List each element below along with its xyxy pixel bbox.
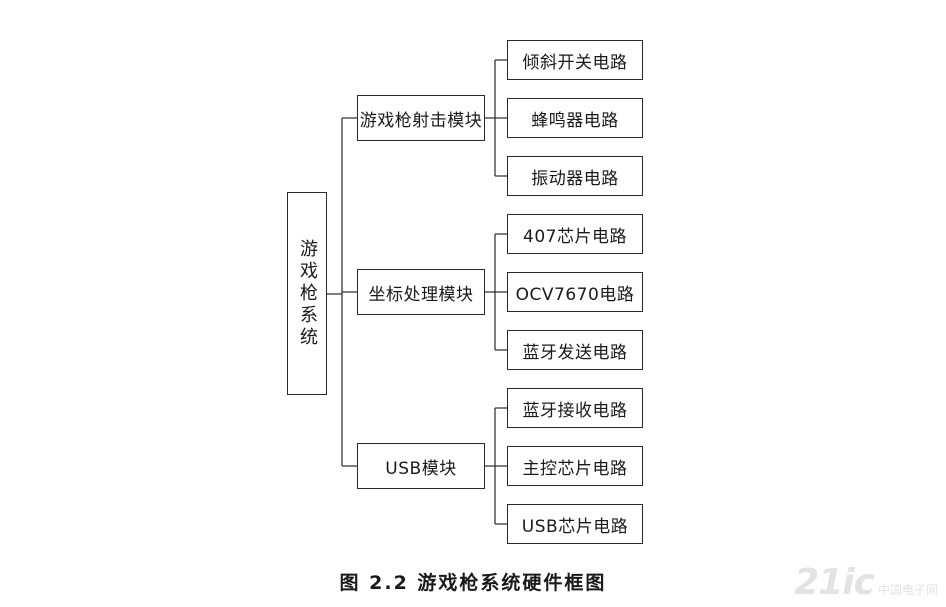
root-system-box: 游戏枪系统 (287, 192, 327, 395)
circuit-box-3-2: 主控芯片电路 (507, 446, 643, 486)
module-box-3: USB模块 (357, 443, 485, 489)
circuit-box-3-1: 蓝牙接收电路 (507, 388, 643, 428)
circuit-box-2-2: OCV7670电路 (507, 272, 643, 312)
circuit-box-1-3: 振动器电路 (507, 156, 643, 196)
circuit-box-1-2: 蜂鸣器电路 (507, 98, 643, 138)
watermark-site: 中国电子网 (877, 582, 938, 597)
watermark: 21ic 中国电子网 (794, 565, 938, 601)
figure-caption: 图 2.2 游戏枪系统硬件框图 (339, 572, 607, 594)
circuit-box-3-3: USB芯片电路 (507, 504, 643, 544)
module-box-1: 游戏枪射击模块 (357, 95, 485, 141)
circuit-box-1-1: 倾斜开关电路 (507, 40, 643, 80)
circuit-box-2-3: 蓝牙发送电路 (507, 330, 643, 370)
module-box-2: 坐标处理模块 (357, 269, 485, 315)
watermark-logo: 21ic (794, 562, 875, 603)
circuit-box-2-1: 407芯片电路 (507, 214, 643, 254)
